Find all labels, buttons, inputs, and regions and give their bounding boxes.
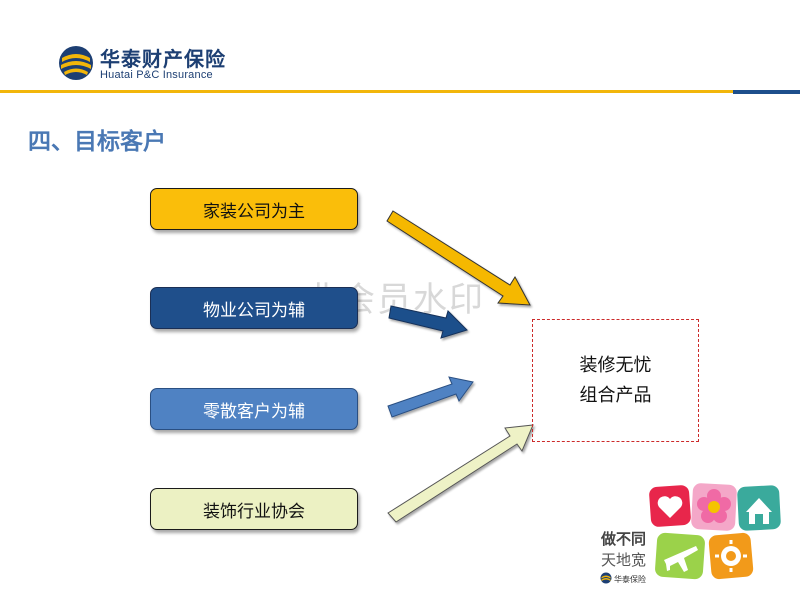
small-brand-text: 华泰保险 — [614, 575, 646, 584]
page-title: 四、目标客户 — [28, 128, 166, 155]
arrow-1 — [386, 210, 531, 306]
source-label: 家装公司为主 — [203, 201, 305, 222]
heart-icon — [649, 485, 691, 527]
footer-mosaic — [649, 483, 781, 580]
arrow-4 — [387, 424, 534, 523]
brand-name-cn: 华泰财产保险 — [100, 47, 226, 71]
product-target-box: 装修无忧 组合产品 — [532, 319, 699, 442]
source-label: 装饰行业协会 — [203, 501, 305, 522]
source-label: 零散客户为辅 — [203, 401, 305, 422]
sun-icon — [708, 532, 754, 580]
small-logo-icon — [600, 572, 612, 584]
source-box-individual-customers: 零散客户为辅 — [150, 388, 358, 430]
brand-name-en: Huatai P&C Insurance — [100, 69, 213, 81]
company-logo — [59, 46, 93, 80]
slogan-line-2: 天地宽 — [601, 551, 647, 569]
house-icon — [737, 485, 781, 531]
source-box-decoration-association: 装饰行业协会 — [150, 488, 358, 530]
arrow-2 — [388, 305, 468, 339]
product-line-1: 装修无忧 — [579, 354, 652, 376]
source-box-home-decoration: 家装公司为主 — [150, 188, 358, 230]
header-divider-gold — [0, 90, 733, 93]
product-line-2: 组合产品 — [579, 384, 652, 406]
airplane-icon — [655, 532, 705, 580]
arrow-3 — [387, 376, 474, 418]
source-box-property-management: 物业公司为辅 — [150, 287, 358, 329]
flower-icon — [691, 483, 737, 531]
header-divider-blue — [733, 90, 800, 94]
source-label: 物业公司为辅 — [203, 300, 305, 321]
slogan-line-1: 做不同 — [601, 530, 647, 548]
